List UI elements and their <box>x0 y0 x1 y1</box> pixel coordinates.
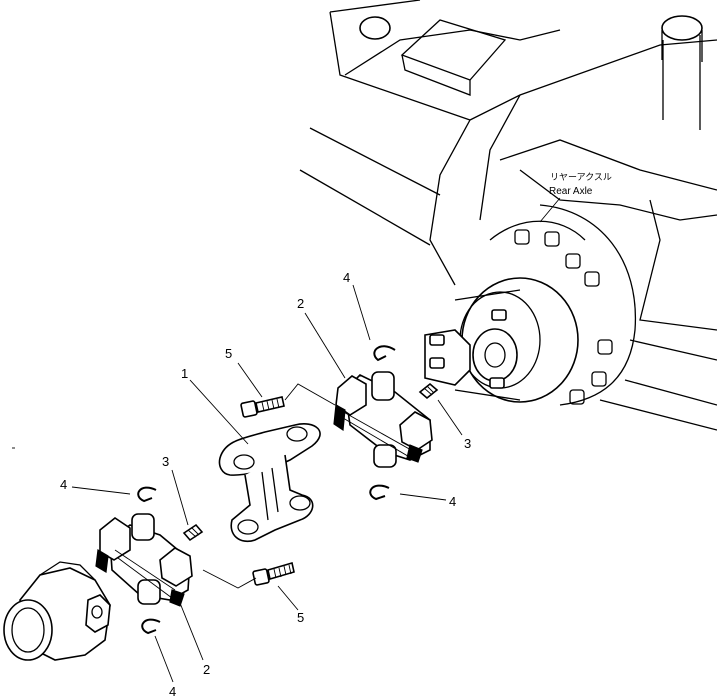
callout-upper-right-snap-ring: 4 <box>449 494 456 509</box>
caption-jp: リヤーアクスル <box>550 172 612 183</box>
callout-upper-snap-ring: 4 <box>343 270 350 285</box>
callout-lower-fitting: 3 <box>162 454 169 469</box>
callout-bottom-snap-ring: 4 <box>169 684 176 699</box>
lower-bolt <box>252 561 295 586</box>
snap-rings <box>137 345 396 635</box>
connector-lines <box>12 383 336 589</box>
upper-spider-cross <box>333 371 433 468</box>
lower-grease-fitting <box>182 523 204 542</box>
caption-en: Rear Axle <box>549 186 593 197</box>
callout-upper-cross: 2 <box>297 296 304 311</box>
upper-bolt <box>240 396 285 418</box>
rear-axle-caption: リヤーアクスル Rear Axle <box>539 172 612 223</box>
callout-lower-left-snap-ring: 4 <box>60 477 67 492</box>
callout-lower-cross: 2 <box>203 662 210 677</box>
callout-flange: 1 <box>181 366 188 381</box>
callout-lower-bolt: 5 <box>297 610 304 625</box>
leader-lines <box>71 284 463 683</box>
callout-upper-bolt: 5 <box>225 346 232 361</box>
flange-yoke <box>218 423 321 542</box>
lower-spider-cross <box>95 513 193 607</box>
rear-axle-housing <box>299 0 717 431</box>
callout-upper-fitting: 3 <box>464 436 471 451</box>
upper-grease-fitting <box>418 382 439 400</box>
callout-labels: 4 5 2 1 3 4 3 4 5 2 4 <box>60 270 471 699</box>
drive-shaft-yoke <box>3 561 111 661</box>
